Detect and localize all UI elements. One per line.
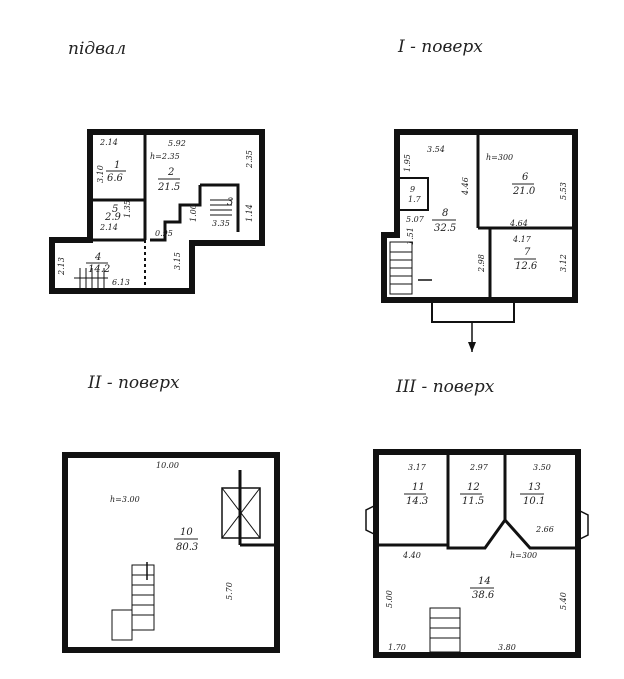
- room-area: 12.6: [515, 261, 538, 272]
- dim-label: 2.98: [477, 254, 486, 273]
- room-area: 1.7: [408, 195, 422, 204]
- room-area: 80.3: [176, 542, 198, 553]
- dim-label: 1.35: [123, 200, 132, 218]
- dim-label: 5.53: [559, 182, 568, 200]
- dim-label: 3.17: [408, 463, 427, 472]
- dim-label: 5.40: [559, 592, 568, 610]
- room-number: 4: [94, 252, 101, 263]
- room-number: 2: [167, 167, 174, 178]
- dim-label: 2.97: [469, 463, 489, 472]
- room-number: 3: [227, 197, 233, 208]
- room-area: 32.5: [434, 223, 456, 234]
- first-stairs: [389, 241, 413, 295]
- dim-label: 3.35: [212, 219, 230, 228]
- room-area: 10.1: [523, 496, 545, 507]
- second-floor-plan: [62, 452, 280, 653]
- basement-stepped-wall: [150, 185, 202, 242]
- room-number: 12: [467, 482, 480, 493]
- dim-label: 5.07: [406, 215, 425, 224]
- room-number: 13: [528, 482, 541, 493]
- third-floor-plan: [365, 449, 589, 658]
- dim-label: 3.54: [427, 145, 445, 154]
- room-area: 38.6: [472, 590, 495, 601]
- dim-label: 3.80: [498, 643, 516, 652]
- second-floor-title: II - поверх: [87, 373, 180, 393]
- first-outer-wall: [381, 129, 578, 303]
- room-number: 10: [180, 527, 193, 538]
- second-floor-labels: 10.00 h=3.00 5.70 10 80.3: [110, 461, 234, 600]
- dim-label: 3.50: [533, 463, 551, 472]
- dim-label: 5.00: [385, 590, 394, 608]
- dim-label: 3.12: [559, 254, 568, 272]
- basement-stairs-small: [210, 199, 232, 216]
- dim-label: 1.70: [388, 643, 406, 652]
- room-number: 8: [442, 208, 448, 219]
- dim-label: 5.70: [225, 582, 234, 600]
- dim-label: 4.64: [509, 219, 528, 228]
- dim-label: 2.14: [99, 223, 118, 232]
- basement-title: підвал: [68, 39, 126, 59]
- room-area: 14.3: [406, 496, 428, 507]
- dim-label: 10.00: [156, 461, 179, 470]
- second-outer-wall: [62, 452, 280, 653]
- dim-label: 1.14: [245, 204, 254, 222]
- dim-label: 4.40: [402, 551, 421, 560]
- room-area: 11.5: [462, 496, 484, 507]
- room-number: 11: [412, 482, 425, 493]
- first-closet: [400, 177, 429, 211]
- dim-label: 0.95: [155, 229, 173, 238]
- dim-label: 1.95: [403, 154, 412, 172]
- dim-label: 5.92: [168, 139, 186, 148]
- room-number: 5: [112, 204, 118, 215]
- first-floor-labels: 3.54 h=300 1.95 4.46 5.53 5.07 4.64 4.17…: [403, 145, 568, 273]
- first-floor-title: I - поверх: [397, 37, 483, 57]
- dim-label: 4.46: [461, 177, 470, 196]
- dim-label: 2.66: [535, 525, 554, 534]
- dim-label: 2.13: [57, 257, 66, 276]
- basement-stairs: [74, 268, 108, 288]
- basement-labels: 2.14 5.92 h=2.35 2.35 3.10 1.35 2.14 0.9…: [57, 138, 254, 287]
- height-label: h=3.00: [110, 495, 140, 504]
- third-stairs: [429, 607, 461, 653]
- third-outer-wall: [373, 449, 581, 658]
- room-area: 2.9: [104, 212, 122, 223]
- room-area: 21.0: [512, 186, 536, 197]
- second-stairs: [111, 564, 155, 641]
- room-number: 9: [410, 185, 415, 194]
- dim-label: 3.10: [96, 165, 105, 183]
- room-number: 14: [478, 576, 491, 587]
- third-floor-labels: 3.17 2.97 3.50 2.66 4.40 h=300 5.00 5.40…: [385, 463, 568, 652]
- first-floor-plan: [381, 129, 578, 352]
- dim-label: 4.17: [512, 235, 532, 244]
- height-label: h=300: [510, 551, 537, 560]
- room-number: 6: [522, 172, 529, 183]
- dim-label: 2.14: [99, 138, 118, 147]
- dim-label: 2.35: [245, 150, 254, 169]
- second-skylight: [221, 487, 261, 539]
- basement-plan: [49, 129, 265, 294]
- room-number: 7: [524, 247, 531, 258]
- height-label: h=2.35: [150, 152, 180, 161]
- first-porch: [431, 299, 515, 323]
- third-floor-title: III - поверх: [395, 377, 495, 397]
- height-label: h=300: [486, 153, 513, 162]
- basement-partition: [200, 183, 240, 232]
- room-area: 21.5: [157, 182, 180, 193]
- dim-label: 6.13: [112, 278, 130, 287]
- dim-label: 3.15: [173, 252, 182, 270]
- dim-label: 1.00: [189, 204, 198, 222]
- room-area: 6.6: [107, 173, 124, 184]
- third-partition: [379, 517, 575, 550]
- dim-label: 1.51: [406, 227, 415, 245]
- room-number: 1: [114, 160, 120, 171]
- room-area: 14.2: [88, 264, 110, 275]
